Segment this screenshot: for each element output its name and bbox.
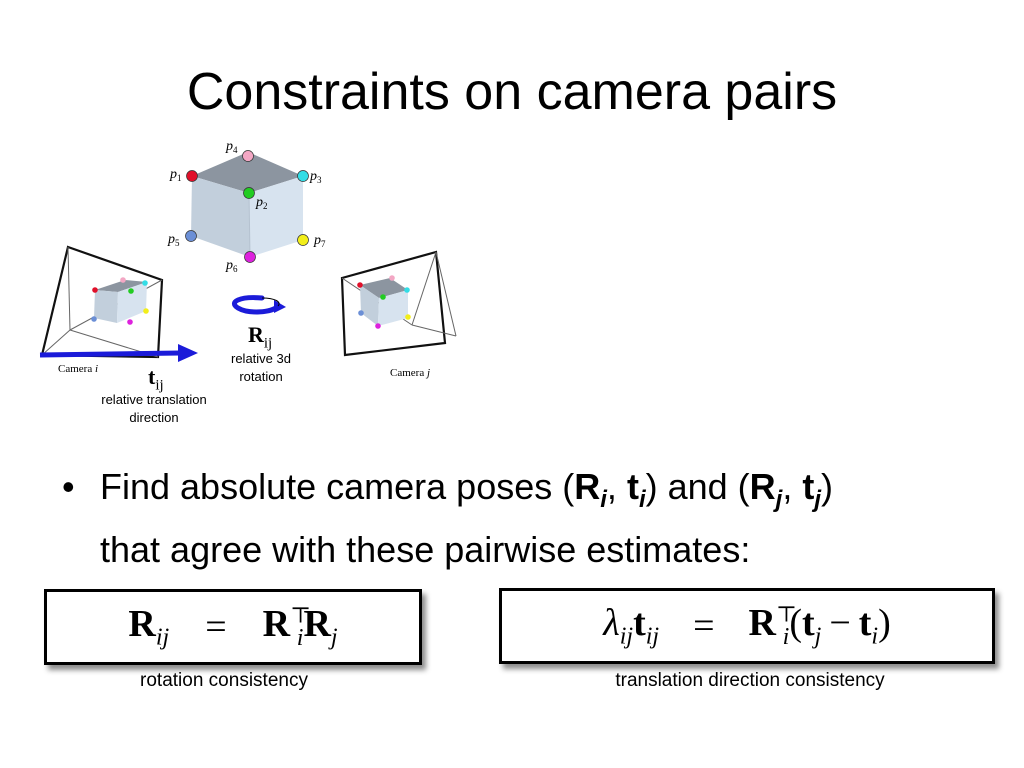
translation-arrow-icon — [39, 344, 198, 362]
translation-consistency-caption: translation direction consistency — [615, 670, 885, 691]
camera-j — [340, 250, 457, 357]
slide-title: Constraints on camera pairs — [186, 63, 838, 121]
camera-i-label: Camera i — [58, 363, 98, 375]
rotation-arrow-icon — [231, 295, 286, 315]
point-p4 — [242, 150, 254, 162]
rotation-equation-box: Rij = R⊤iRj — [44, 589, 422, 665]
cube-3d — [185, 150, 309, 263]
label-p5: p5 — [167, 232, 180, 248]
bullet-dot: • — [62, 466, 75, 507]
camera-pair-figure: Camera i Camera j p4 p1 p3 p2 p5 p7 p6 — [39, 139, 457, 379]
label-p2: p2 — [255, 195, 268, 211]
rotation-caption: relative 3d rotation — [231, 351, 291, 384]
rotation-symbol: Rij — [248, 322, 273, 352]
label-p6: p6 — [225, 258, 238, 274]
point-p2 — [243, 187, 255, 199]
translation-caption: relative translation direction — [101, 392, 207, 425]
point-p7 — [297, 234, 309, 246]
cube-top-face — [192, 152, 303, 193]
bullet-text: Find absolute camera poses (Ri, ti) and … — [100, 466, 834, 571]
label-p1: p1 — [169, 167, 182, 183]
translation-symbol: tij — [148, 364, 164, 394]
label-p4: p4 — [225, 139, 238, 155]
rotation-consistency-caption: rotation consistency — [140, 670, 308, 691]
label-p3: p3 — [309, 169, 322, 185]
point-p5 — [185, 230, 197, 242]
label-p7: p7 — [313, 233, 326, 249]
translation-equation-box: λijtij = R⊤i(tj−ti) — [499, 588, 995, 664]
cube-left-face — [191, 176, 250, 257]
cube-right-face — [249, 176, 303, 257]
camera-j-label: Camera j — [390, 367, 430, 379]
camera-i — [40, 245, 164, 359]
point-p3 — [297, 170, 309, 182]
point-p6 — [244, 251, 256, 263]
point-p1 — [186, 170, 198, 182]
